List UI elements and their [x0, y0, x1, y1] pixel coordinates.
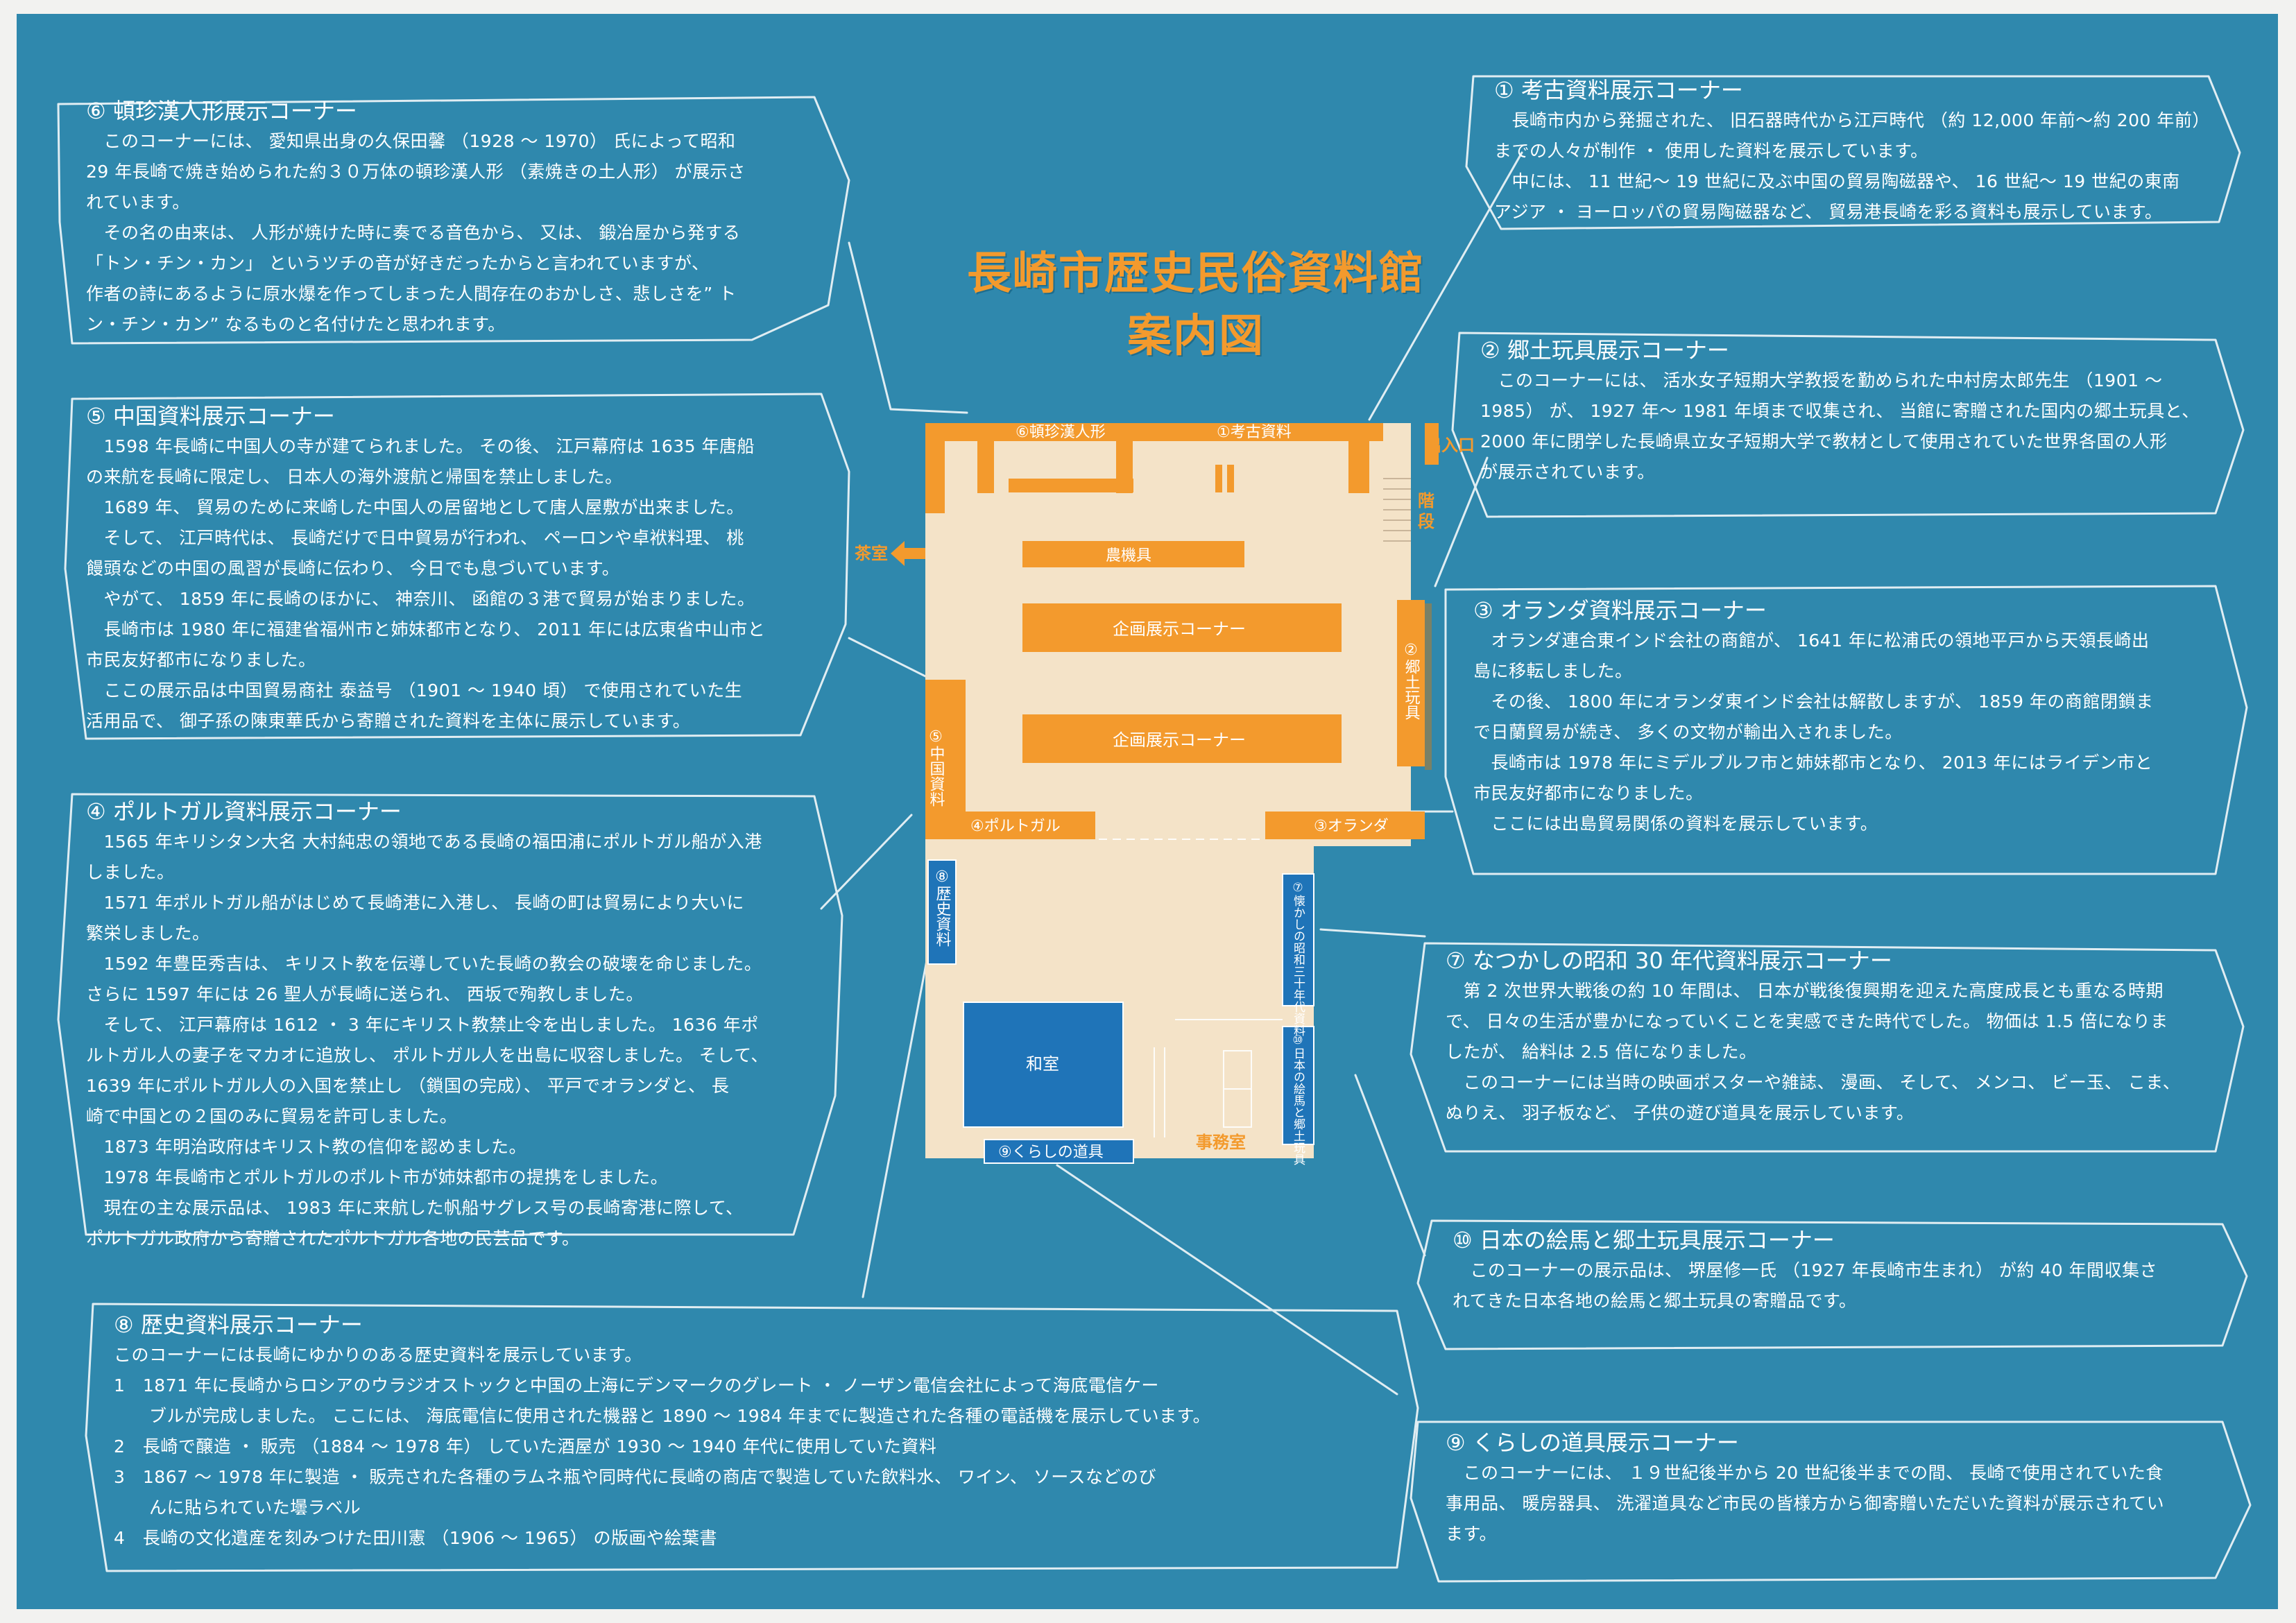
label-portugal: ④ポルトガル [970, 818, 1061, 835]
wall-top [925, 423, 1383, 441]
outline-panel-2 [1451, 332, 2245, 518]
outline-panel-10 [1416, 1219, 2248, 1350]
outline-panel-1 [1465, 75, 2241, 230]
panel-kanchin-text: このコーナーには、 愛知県出身の久保田馨 （1928 ～ 1970） 氏によって… [86, 131, 746, 334]
teahouse-arrow-icon [891, 541, 925, 566]
panel-ema-title: ⑩ 日本の絵馬と郷土玩具展示コーナー [1453, 1227, 1835, 1253]
panel-kyodo-text: このコーナーには、 活水女子短期大学教授を勤められた中村房太郎先生 （1901 … [1480, 370, 2200, 482]
label-noukigu: 農機具 [1106, 547, 1151, 565]
pillar-2 [1227, 465, 1234, 492]
wall-stub-3 [1348, 441, 1369, 493]
floor-plan: ⑥頓珍漢人形 ①考古資料 出入口 階 段 茶室 農機具 企画展示コーナー 企画展… [855, 423, 1475, 1165]
chalk-outlines [57, 75, 2252, 1583]
label-kikaku1: 企画展示コーナー [1113, 619, 1246, 639]
stairs-icon [1383, 478, 1411, 542]
panel-kouko: ① 考古資料展示コーナー 長崎市内から発掘された、 旧石器時代から江戸時代 （約… [1494, 76, 2229, 227]
panel-rekishi: ⑧ 歴史資料展示コーナー このコーナーには長崎にゆかりのある歴史資料を展示してい… [114, 1311, 1397, 1554]
wall-kurashi [984, 1139, 1134, 1164]
wall-natsukashi [1282, 873, 1314, 1006]
panel-ema: ⑩ 日本の絵馬と郷土玩具展示コーナー このコーナーの展示品は、 堺屋修一氏 （1… [1453, 1226, 2236, 1316]
label-holland: ③オランダ [1314, 818, 1389, 835]
outline-panel-9 [1410, 1420, 2252, 1583]
panel-natsukashi-text: 第 2 次世界大戦後の約 10 年間は、 日本が戦後復興期を迎えた高度成長とも重… [1446, 981, 2181, 1123]
label-jimu: 事務室 [1196, 1133, 1246, 1152]
label-chugoku: ⑤中国資料 [927, 728, 945, 807]
wall-rekishi [927, 859, 957, 965]
label-rekishi: ⑧歴史資料 [934, 868, 952, 947]
wall-left-upper [925, 423, 945, 513]
connector-1 [1368, 151, 1523, 421]
panel-kouko-text: 長崎市内から発掘された、 旧石器時代から江戸時代 （約 12,000 年前～約 … [1494, 110, 2210, 222]
wall-stub-4 [1009, 479, 1133, 492]
label-washitsu: 和室 [1026, 1054, 1059, 1074]
wall-right [1397, 600, 1425, 766]
wall-bottom-right [1265, 812, 1425, 839]
panel-kouko-title: ① 考古資料展示コーナー [1494, 77, 1743, 103]
label-kyodo: ②郷土玩具 [1403, 642, 1421, 720]
panel-portugal-title: ④ ポルトガル資料展示コーナー [86, 798, 402, 825]
pillar-1 [1215, 465, 1222, 492]
label-stairs-1: 階 [1418, 491, 1434, 510]
panel-kyodo: ② 郷土玩具展示コーナー このコーナーには、 活水女子短期大学教授を勤められた中… [1480, 336, 2229, 488]
panel-rekishi-title: ⑧ 歴史資料展示コーナー [114, 1312, 363, 1338]
wall-bottom-left [946, 812, 1095, 839]
panel-chugoku-text: 1598 年長崎に中国人の寺が建てられました。 その後、 江戸幕府は 1635 … [86, 436, 766, 731]
blackboard-background: 長崎市歴史民俗資料館 案内図 [17, 14, 2278, 1609]
wall-stub-1 [977, 441, 994, 493]
block-noukigu [1022, 541, 1244, 567]
panel-kurashi-text: このコーナーには、 １９世紀後半から 20 世紀後半までの間、 長崎で使用されて… [1446, 1463, 2165, 1544]
wall-ema [1282, 1026, 1314, 1145]
label-kurashi: ⑨くらしの道具 [998, 1144, 1104, 1161]
wall-left-mid [925, 680, 946, 839]
panel-kanchin-title: ⑥ 頓珍漢人形展示コーナー [86, 98, 357, 124]
map-title: 長崎市歴史民俗資料館 案内図 [932, 243, 1459, 368]
label-kikaku2: 企画展示コーナー [1113, 730, 1246, 750]
map-title-line1: 長崎市歴史民俗資料館 [967, 248, 1425, 300]
panel-holland-title: ③ オランダ資料展示コーナー [1473, 597, 1767, 624]
panel-holland-text: オランダ連合東インド会社の商館が、 1641 年に松浦氏の領地平戸から天領長崎出… [1473, 630, 2154, 834]
label-natsukashi: ⑦懐かしの昭和三十年代資料 [1291, 881, 1305, 1036]
panel-natsukashi: ⑦ なつかしの昭和 30 年代資料展示コーナー 第 2 次世界大戦後の約 10 … [1446, 947, 2229, 1128]
block-kikaku1 [1022, 603, 1342, 652]
label-exit: 出入口 [1425, 436, 1475, 455]
connector-4 [820, 814, 913, 910]
panel-rekishi-text: このコーナーには長崎にゆかりのある歴史資料を展示しています。 1 1871 年に… [114, 1345, 1211, 1548]
panel-kanchin: ⑥ 頓珍漢人形展示コーナー このコーナーには、 愛知県出身の久保田馨 （1928… [86, 97, 835, 340]
label-ema: ⑩日本の絵馬と郷土玩具 [1291, 1033, 1305, 1165]
panel-kurashi: ⑨ くらしの道具展示コーナー このコーナーには、 １９世紀後半から 20 世紀後… [1446, 1429, 2236, 1549]
panel-holland: ③ オランダ資料展示コーナー オランダ連合東インド会社の商館が、 1641 年に… [1473, 596, 2229, 839]
outline-panel-6 [57, 96, 850, 345]
panel-chugoku: ⑤ 中国資料展示コーナー 1598 年長崎に中国人の寺が建てられました。 その後… [86, 402, 842, 737]
outline-panel-5 [64, 393, 850, 740]
panel-ema-text: このコーナーの展示品は、 堺屋修一氏 （1927 年長崎市生まれ） が約 40 … [1453, 1260, 2158, 1311]
panel-portugal: ④ ポルトガル資料展示コーナー 1565 年キリシタン大名 大村純忠の領地である… [86, 798, 835, 1254]
block-kikaku2 [1022, 714, 1342, 763]
connector-2 [1434, 456, 1489, 587]
outline-panel-8 [85, 1303, 1419, 1572]
map-title-line2: 案内図 [1127, 311, 1265, 362]
exit-door [1425, 423, 1439, 465]
label-kouko: ①考古資料 [1217, 424, 1292, 441]
outline-panel-7 [1410, 942, 2245, 1153]
connector-8b [1056, 1164, 1398, 1396]
panel-natsukashi-title: ⑦ なつかしの昭和 30 年代資料展示コーナー [1446, 947, 1892, 974]
panel-kurashi-title: ⑨ くらしの道具展示コーナー [1446, 1429, 1739, 1456]
panel-chugoku-title: ⑤ 中国資料展示コーナー [86, 403, 335, 429]
connector-10 [1354, 1074, 1426, 1257]
label-teahouse: 茶室 [855, 544, 888, 563]
label-kanchin: ⑥頓珍漢人形 [1016, 424, 1106, 441]
outline-panel-3 [1444, 585, 2248, 875]
panel-portugal-text: 1565 年キリシタン大名 大村純忠の領地である長崎の福田浦にポルトガル船が入港… [86, 832, 769, 1248]
connector-6 [848, 241, 968, 414]
label-stairs-2: 段 [1418, 512, 1434, 531]
outline-panel-4 [57, 793, 843, 1236]
room-washitsu[interactable] [963, 1002, 1124, 1128]
panel-kyodo-title: ② 郷土玩具展示コーナー [1480, 337, 1729, 363]
connector-7 [1319, 928, 1426, 938]
